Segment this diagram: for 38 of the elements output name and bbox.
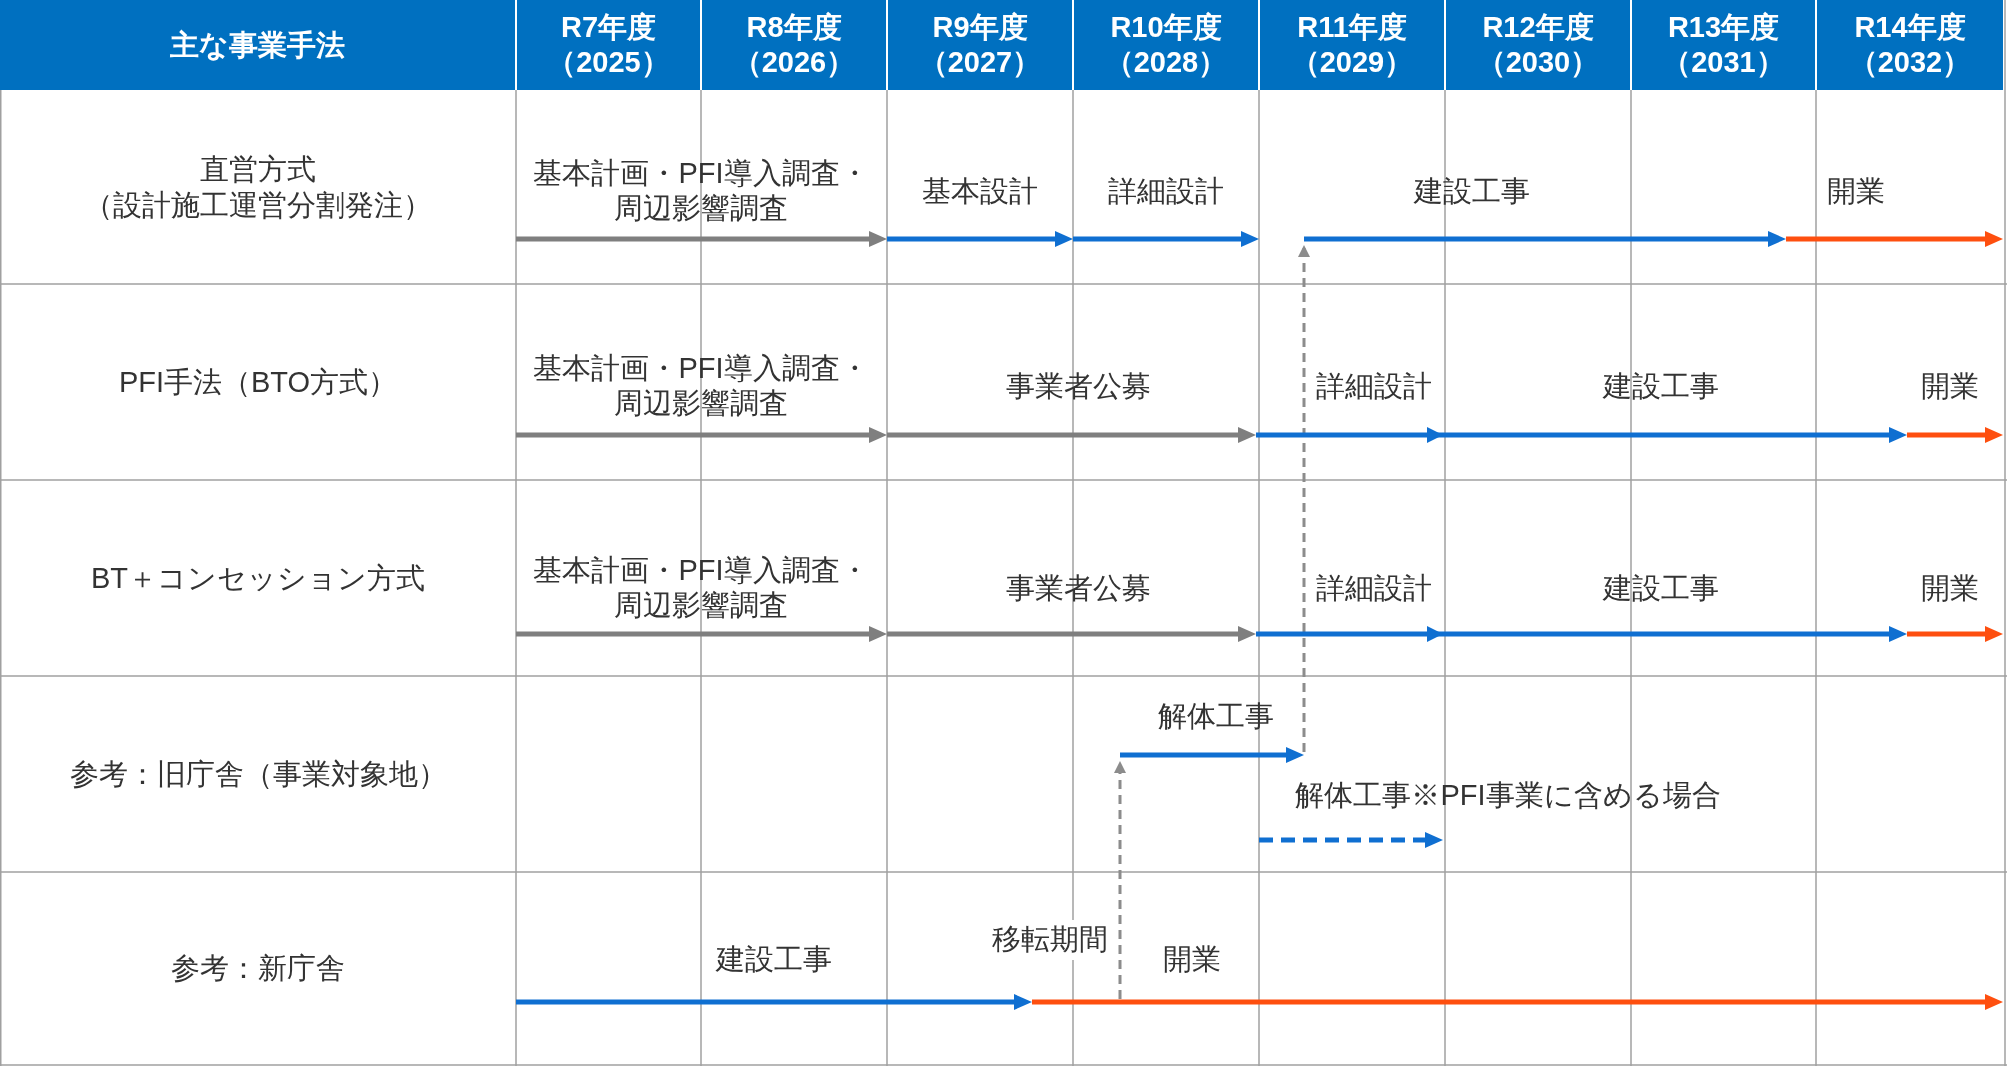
column-header: R13年度（2031） [1632, 0, 1815, 90]
task-label: 開業 [1826, 174, 1886, 209]
task-label: 基本計画・PFI導入調査・周辺影響調査 [532, 156, 870, 226]
task-label: 開業 [1920, 369, 1980, 404]
task-label: 建設工事 [1601, 571, 1720, 606]
gantt-arrow [1256, 427, 1443, 443]
column-header: R14年度（2032） [1817, 0, 2003, 90]
task-label: 建設工事 [1601, 369, 1720, 404]
gantt-arrow [1256, 626, 1443, 642]
task-label: 詳細設計 [1315, 369, 1433, 404]
task-label: 解体工事※PFI事業に含める場合 [1294, 778, 1722, 813]
task-label: 基本設計 [921, 174, 1039, 209]
task-label: 解体工事 [1157, 699, 1275, 734]
task-label: 事業者公募 [1004, 571, 1152, 606]
column-header: 主な事業手法 [0, 0, 515, 90]
row-header: 参考：新庁舎 [171, 951, 345, 987]
row-header: 直営方式（設計施工運営分割発注） [84, 151, 432, 223]
task-label: 建設工事 [714, 942, 833, 977]
task-label: 基本計画・PFI導入調査・周辺影響調査 [532, 553, 870, 623]
column-header: R8年度（2026） [702, 0, 886, 90]
task-label: 開業 [1162, 942, 1222, 977]
dependency-arrow [1114, 761, 1126, 999]
edge-label: 移転期間 [992, 920, 1108, 960]
row-header: 参考：旧庁舎（事業対象地） [69, 756, 447, 792]
row-header: PFI手法（BTO方式） [118, 364, 398, 400]
task-label: 詳細設計 [1107, 174, 1225, 209]
task-label: 詳細設計 [1315, 571, 1433, 606]
task-label: 基本計画・PFI導入調査・周辺影響調査 [532, 351, 870, 421]
column-header: R7年度（2025） [517, 0, 700, 90]
column-header: R11年度（2029） [1260, 0, 1444, 90]
task-label: 事業者公募 [1004, 369, 1152, 404]
column-header: R9年度（2027） [888, 0, 1072, 90]
row-header: BT＋コンセッション方式 [90, 560, 426, 596]
task-label: 建設工事 [1412, 174, 1531, 209]
column-header: R10年度（2028） [1074, 0, 1258, 90]
dependency-arrow [1298, 245, 1310, 752]
column-header: R12年度（2030） [1446, 0, 1630, 90]
task-label: 開業 [1920, 571, 1980, 606]
